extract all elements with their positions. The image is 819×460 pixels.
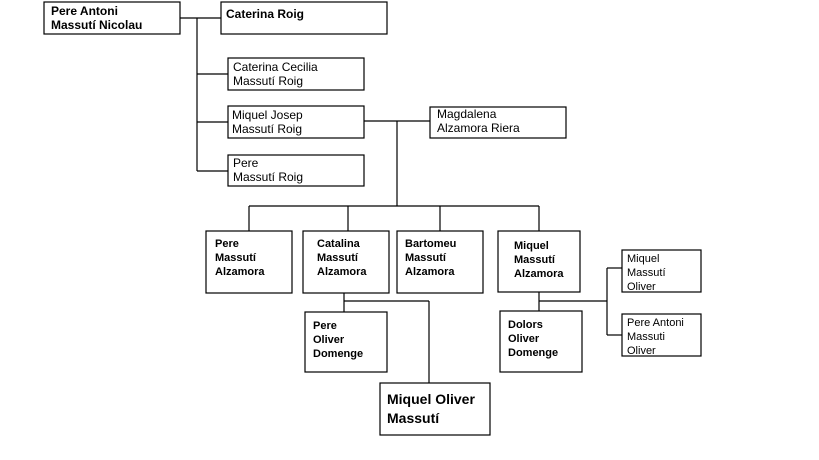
person-miquel-massuti-oliver: Miquel Massutí Oliver (621, 249, 702, 293)
person-miquel-oliver-massuti: Miquel Oliver Massutí (379, 382, 491, 436)
person-caterina-roig: Caterina Roig (220, 1, 388, 35)
person-dolors-oliver-domenge: Dolors Oliver Domenge (499, 310, 583, 373)
person-name-line: Pere (215, 238, 239, 250)
person-name-line: Oliver (313, 334, 345, 346)
person-name-line: Alzamora (215, 266, 265, 278)
person-magdalena-alzamora-riera: Magdalena Alzamora Riera (429, 106, 567, 139)
person-caterina-cecilia-massuti-roig: Caterina Cecilia Massutí Roig (227, 57, 365, 91)
person-name-line: Massutí Nicolau (51, 18, 142, 32)
person-pere-massuti-alzamora: Pere Massutí Alzamora (205, 230, 293, 294)
person-name-line: Massutí (387, 410, 440, 426)
person-name-line: Pere (313, 320, 337, 332)
person-pere-antoni-massuti-oliver: Pere Antoni Massuti Oliver (621, 313, 702, 357)
person-name-line: Oliver (627, 281, 656, 293)
person-name-line: Massutí Roig (233, 74, 303, 88)
person-name-line: Caterina Cecilia (233, 60, 318, 74)
person-name-line: Oliver (508, 333, 540, 345)
person-name-line: Massutí (317, 252, 359, 264)
person-name-line: Domenge (508, 347, 558, 359)
person-name-line: Miquel Josep (232, 108, 303, 122)
person-name-line: Massuti (627, 331, 665, 343)
person-name-line: Pere Antoni (627, 317, 684, 329)
person-name-line: Pere Antoni (51, 4, 118, 18)
person-name-line: Magdalena (437, 107, 497, 121)
person-name-line: Caterina Roig (226, 7, 304, 21)
person-name-line: Oliver (627, 345, 656, 357)
person-name-line: Miquel (627, 253, 659, 265)
person-miquel-massuti-alzamora: Miquel Massutí Alzamora (497, 230, 581, 293)
person-name-line: Alzamora (405, 266, 455, 278)
person-name-line: Catalina (317, 238, 361, 250)
person-name-line: Alzamora (514, 268, 564, 280)
person-bartomeu-massuti-alzamora: Bartomeu Massutí Alzamora (396, 230, 484, 294)
person-name-line: Massutí Roig (232, 122, 302, 136)
person-name-line: Alzamora (317, 266, 367, 278)
person-name-line: Massutí (405, 252, 447, 264)
person-name-line: Alzamora Riera (437, 121, 520, 135)
person-name-line: Massutí (514, 254, 556, 266)
person-pere-massuti-roig: Pere Massutí Roig (227, 154, 365, 187)
person-name-line: Dolors (508, 319, 543, 331)
connector-lines (180, 17, 622, 383)
person-miquel-josep-massuti-roig: Miquel Josep Massutí Roig (227, 105, 365, 139)
person-name-line: Massutí (215, 252, 257, 264)
person-catalina-massuti-alzamora: Catalina Massutí Alzamora (302, 230, 390, 294)
person-name-line: Miquel Oliver (387, 391, 475, 407)
person-pere-oliver-domenge: Pere Oliver Domenge (304, 311, 388, 373)
person-name-line: Massutí Roig (233, 170, 303, 184)
person-pere-antoni-massuti-nicolau: Pere Antoni Massutí Nicolau (43, 1, 181, 35)
person-name-line: Domenge (313, 348, 363, 360)
person-name-line: Miquel (514, 240, 549, 252)
person-name-line: Pere (233, 156, 259, 170)
person-name-line: Massutí (627, 267, 666, 279)
person-name-line: Bartomeu (405, 238, 456, 250)
